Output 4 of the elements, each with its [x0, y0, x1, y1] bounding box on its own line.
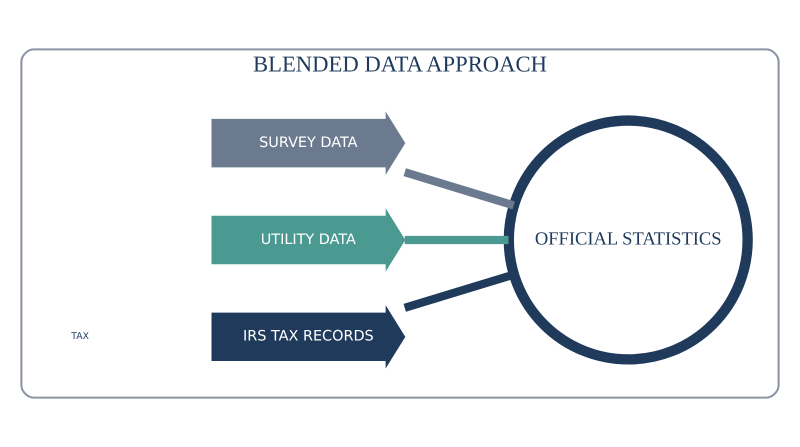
node-circle: OFFICIAL STATISTICS	[504, 115, 753, 365]
label: TAX	[71, 331, 89, 342]
connector	[404, 236, 509, 244]
connector	[404, 168, 515, 210]
